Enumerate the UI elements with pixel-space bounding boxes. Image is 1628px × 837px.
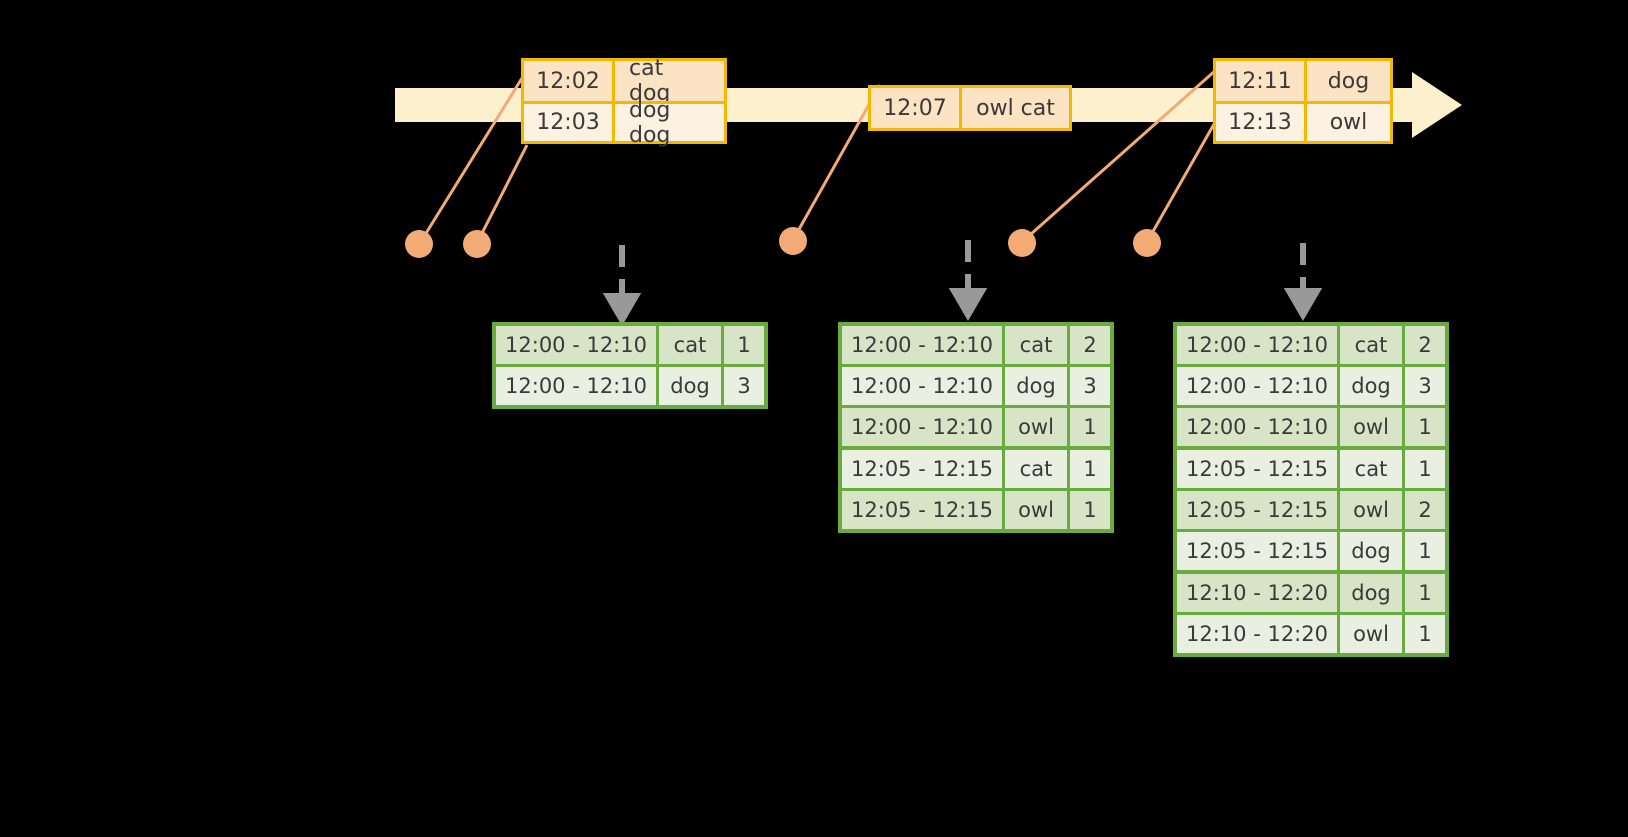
- cell-window: 12:00 - 12:10: [842, 326, 1002, 364]
- cell-window: 12:00 - 12:10: [496, 326, 656, 364]
- cell-count: 1: [1405, 408, 1445, 446]
- event-words: owl cat: [959, 88, 1069, 128]
- cell-word: dog: [1005, 367, 1067, 405]
- connector-line-1: [418, 69, 529, 244]
- event-row[interactable]: 12:11 dog: [1216, 61, 1390, 101]
- cell-count: 1: [1405, 450, 1445, 488]
- cell-window: 12:05 - 12:15: [842, 450, 1002, 488]
- cell-word: cat: [1005, 450, 1067, 488]
- cell-window: 12:00 - 12:10: [1177, 408, 1337, 446]
- event-marker-dots: [405, 227, 1161, 258]
- snapshot-arrows: [602, 240, 1323, 326]
- cell-count: 1: [1070, 408, 1110, 446]
- cell-window: 12:05 - 12:15: [1177, 450, 1337, 488]
- event-time: 12:03: [524, 104, 612, 141]
- snapshot-arrow-head-3: [1283, 288, 1323, 321]
- event-time: 12:02: [524, 61, 612, 101]
- cell-word: dog: [1340, 367, 1402, 405]
- cell-word: owl: [1005, 408, 1067, 446]
- cell-count: 3: [1070, 367, 1110, 405]
- connector-line-5: [1145, 109, 1224, 243]
- cell-window: 12:00 - 12:10: [1177, 326, 1337, 364]
- cell-window: 12:10 - 12:20: [1177, 574, 1337, 612]
- cell-word: cat: [1340, 450, 1402, 488]
- connector-line-3: [791, 84, 882, 241]
- connector-line-2: [475, 144, 529, 244]
- cell-count: 1: [1405, 615, 1445, 653]
- cell-count: 2: [1070, 326, 1110, 364]
- event-group-1[interactable]: 12:02 cat dog 12:03 dog dog: [521, 56, 727, 148]
- cell-word: owl: [1340, 615, 1402, 653]
- cell-word: owl: [1005, 491, 1067, 529]
- cell-count: 2: [1405, 491, 1445, 529]
- event-words: owl: [1304, 104, 1390, 141]
- event-group-3[interactable]: 12:11 dog 12:13 owl: [1213, 58, 1393, 144]
- cell-word: cat: [1005, 326, 1067, 364]
- cell-count: 1: [1405, 574, 1445, 612]
- cell-word: dog: [1340, 574, 1402, 612]
- cell-window: 12:05 - 12:15: [1177, 491, 1337, 529]
- event-row[interactable]: 12:13 owl: [1216, 101, 1390, 141]
- event-time: 12:13: [1216, 104, 1304, 141]
- cell-count: 2: [1405, 326, 1445, 364]
- cell-window: 12:00 - 12:10: [1177, 367, 1337, 405]
- cell-window: 12:05 - 12:15: [1177, 532, 1337, 570]
- cell-count: 1: [1405, 532, 1445, 570]
- cell-word: dog: [1340, 532, 1402, 570]
- marker-dot-5: [1133, 229, 1161, 257]
- event-row[interactable]: 12:02 cat dog: [524, 56, 724, 106]
- marker-dot-3: [779, 227, 807, 255]
- event-time: 12:11: [1216, 61, 1304, 101]
- cell-count: 1: [1070, 450, 1110, 488]
- cell-window: 12:05 - 12:15: [842, 491, 1002, 529]
- event-row[interactable]: 12:07 owl cat: [871, 88, 1069, 128]
- snapshot-arrow-head-2: [948, 288, 988, 321]
- snapshot-arrow-head-1: [602, 293, 642, 326]
- cell-word: cat: [1340, 326, 1402, 364]
- cell-count: 3: [724, 367, 764, 405]
- marker-dot-4: [1008, 229, 1036, 257]
- cell-count: 1: [1070, 491, 1110, 529]
- cell-word: cat: [659, 326, 721, 364]
- event-words: dog: [1304, 61, 1390, 101]
- cell-word: owl: [1340, 408, 1402, 446]
- cell-window: 12:10 - 12:20: [1177, 615, 1337, 653]
- marker-dot-2: [463, 230, 491, 258]
- cell-window: 12:00 - 12:10: [842, 367, 1002, 405]
- cell-count: 3: [1405, 367, 1445, 405]
- cell-window: 12:00 - 12:10: [842, 408, 1002, 446]
- event-words: dog dog: [612, 98, 724, 148]
- event-group-2[interactable]: 12:07 owl cat: [868, 85, 1072, 131]
- cell-count: 1: [724, 326, 764, 364]
- marker-dot-1: [405, 230, 433, 258]
- event-row[interactable]: 12:03 dog dog: [524, 98, 724, 148]
- event-words: cat dog: [612, 56, 724, 106]
- cell-word: dog: [659, 367, 721, 405]
- event-time: 12:07: [871, 88, 959, 128]
- cell-word: owl: [1340, 491, 1402, 529]
- cell-window: 12:00 - 12:10: [496, 367, 656, 405]
